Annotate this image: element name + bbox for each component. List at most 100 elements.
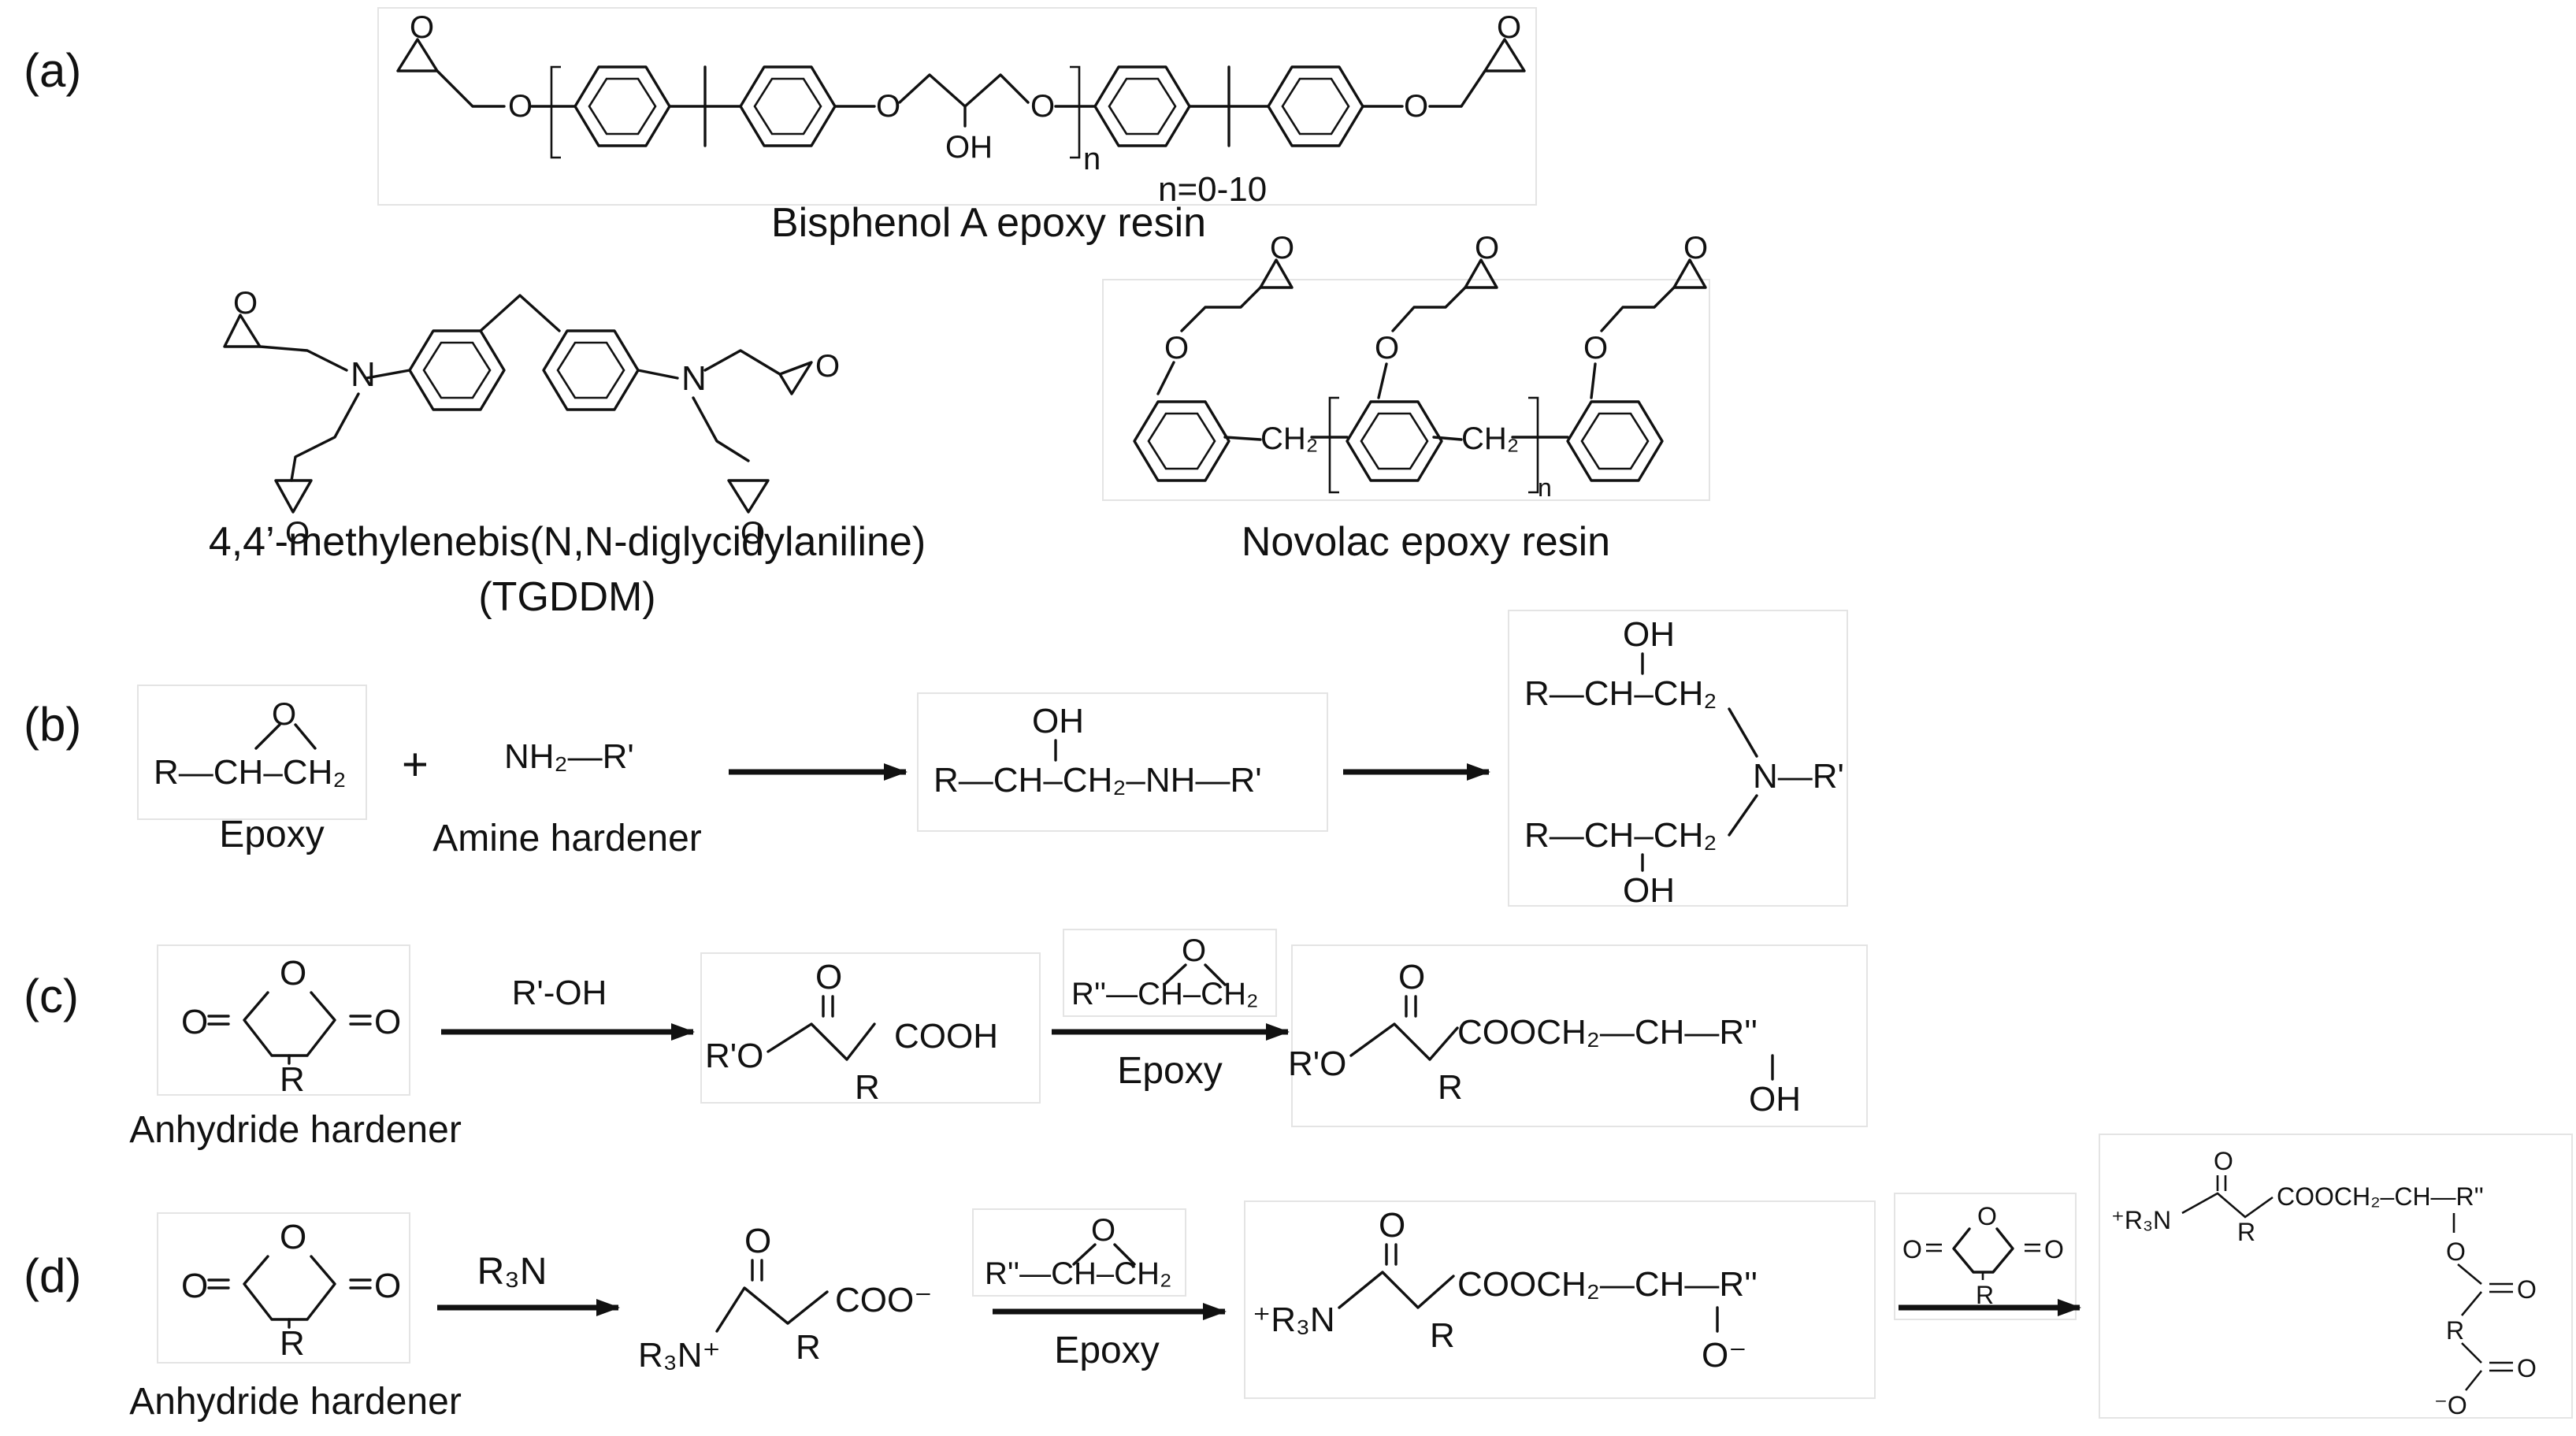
atom-ch2: CH₂: [1260, 421, 1318, 456]
atom-o: O: [1379, 1206, 1405, 1245]
epoxide-reagent-c: O: [1063, 929, 1277, 1017]
atom-o: O: [2044, 1235, 2064, 1263]
atom-o: O: [744, 1222, 771, 1260]
atom-o: O: [1404, 89, 1428, 124]
cooh-group: COOH: [894, 1017, 998, 1056]
plus-sign: +: [402, 739, 429, 790]
atom-o: O: [1164, 331, 1189, 365]
r3n-plus: ⁺R₃N: [1253, 1301, 1335, 1339]
arrow-c2-label: Epoxy: [1117, 1050, 1222, 1092]
tgddm-structure: O N O N O O: [223, 286, 840, 551]
half-ester-c: O R'O R COOH: [700, 952, 1041, 1107]
atom-o: O: [1497, 10, 1521, 45]
n-r-formula: N—R': [1753, 757, 1844, 796]
carboxylate-o: ⁻O: [2434, 1391, 2467, 1419]
atom-o: O: [2214, 1147, 2233, 1175]
arrow-d2-label: Epoxy: [1054, 1330, 1159, 1371]
atom-o: O: [741, 516, 765, 551]
arrow-d1-reagent: R₃N: [477, 1251, 547, 1293]
anhydride-reactant-c: O O O R: [157, 944, 410, 1099]
atom-o: O: [1475, 231, 1499, 265]
epoxy-formula: R—CH–CH₂: [154, 753, 346, 792]
atom-o: O: [374, 1267, 401, 1305]
amine-adduct-b: OH R—CH–CH₂–NH—R': [917, 692, 1328, 832]
amine-hardener-label: Amine hardener: [432, 818, 702, 859]
atom-n: N: [681, 359, 707, 398]
epoxide-formula-d: R''—CH–CH₂: [985, 1256, 1171, 1291]
alkoxide: O⁻: [1702, 1336, 1746, 1375]
atom-oh: OH: [945, 130, 993, 165]
atom-o: O: [285, 516, 310, 551]
atom-r: R: [1438, 1068, 1463, 1107]
panel-label-b: (b): [24, 698, 81, 751]
atom-o: O: [2517, 1354, 2537, 1382]
ester-product-c: O R'O R COOCH₂—CH—R'' OH: [1288, 944, 1868, 1127]
epoxide-reagent-d: O: [972, 1208, 1186, 1297]
atom-oh: OH: [1623, 871, 1675, 910]
novolac-label: Novolac epoxy resin: [1242, 519, 1610, 565]
bpa-label: Bisphenol A epoxy resin: [771, 200, 1206, 246]
atom-o: O: [1182, 933, 1206, 968]
atom-o: O: [280, 954, 306, 993]
atom-r: R: [1430, 1316, 1455, 1355]
bottom-branch-formula: R—CH–CH₂: [1524, 816, 1717, 855]
atom-r: R: [280, 1060, 305, 1099]
anhydride-label-d: Anhydride hardener: [129, 1381, 462, 1423]
atom-oh: OH: [1623, 615, 1675, 654]
acylammonium-d: O R₃N⁺ R COO⁻: [638, 1222, 932, 1375]
panel-label-d: (d): [24, 1249, 81, 1302]
atom-r: R: [1976, 1281, 1994, 1309]
atom-o: O: [1375, 331, 1399, 365]
r3n-plus: R₃N⁺: [638, 1336, 721, 1375]
atom-o: O: [410, 10, 434, 45]
atom-o: O: [1091, 1213, 1115, 1248]
epoxide-formula-c: R''—CH–CH₂: [1071, 977, 1258, 1011]
arrow-c1-reagent: R'-OH: [512, 974, 607, 1012]
atom-r: R: [796, 1328, 821, 1367]
repeat-n: n: [1538, 473, 1552, 502]
anhydride-label-c: Anhydride hardener: [129, 1109, 462, 1151]
atom-oh: OH: [1749, 1080, 1801, 1119]
atom-oh: OH: [1032, 702, 1084, 740]
bisphenol-a-epoxy-structure: O O O OH O n O O: [377, 7, 1537, 206]
ester-r-o: R'O: [705, 1037, 763, 1075]
ester-chain: COOCH₂–CH—R'': [2277, 1182, 2484, 1211]
panel-label-c: (c): [24, 970, 79, 1022]
top-branch-formula: R—CH–CH₂: [1524, 674, 1717, 713]
atom-r: R: [855, 1068, 880, 1107]
novolac-structure: O O CH₂ O O CH₂ n O O: [1102, 231, 1710, 502]
repeat-n: n: [1083, 142, 1101, 176]
atom-o: O: [1683, 231, 1708, 265]
atom-r: R: [2237, 1218, 2255, 1246]
atom-o: O: [1977, 1202, 1997, 1230]
anhydride-reagent-d2: O O O R: [1894, 1193, 2077, 1320]
epoxy-reactant-b: O R—CH–CH₂: [137, 685, 367, 820]
amine-formula: NH₂—R': [504, 737, 634, 776]
atom-r: R: [2446, 1316, 2464, 1345]
atom-o: O: [233, 286, 258, 321]
carboxylate-group: COO⁻: [835, 1281, 932, 1319]
atom-o: O: [181, 1003, 208, 1041]
atom-n: N: [351, 355, 376, 394]
anhydride-reactant-d: O O O R: [157, 1212, 410, 1364]
r3n-plus: ⁺R₃N: [2111, 1206, 2171, 1234]
ester-r-o: R'O: [1288, 1045, 1346, 1083]
atom-o: O: [876, 89, 900, 124]
adduct-formula: R—CH–CH₂–NH—R': [934, 761, 1262, 800]
atom-o: O: [815, 349, 840, 384]
atom-o: O: [1902, 1235, 1922, 1263]
chain-propagation-product-d: O ⁺R₃N R COOCH₂–CH—R'' O O R O ⁻O: [2099, 1134, 2573, 1419]
alkoxide-product-d: O ⁺R₃N R COOCH₂—CH—R'' O⁻: [1244, 1200, 1876, 1399]
atom-o: O: [508, 89, 533, 124]
panel-label-a: (a): [24, 44, 81, 97]
atom-o: O: [1270, 231, 1294, 265]
tertiary-amine-product-b: OH R—CH–CH₂ N—R' R—CH–CH₂ OH: [1508, 610, 1848, 910]
atom-o: O: [2446, 1237, 2466, 1266]
epoxy-label-b: Epoxy: [219, 814, 324, 855]
atom-o: O: [280, 1218, 306, 1256]
atom-o: O: [181, 1267, 208, 1305]
atom-o: O: [1583, 331, 1608, 365]
atom-o: O: [1030, 89, 1055, 124]
atom-ch2: CH₂: [1461, 421, 1519, 456]
atom-o: O: [815, 958, 842, 996]
